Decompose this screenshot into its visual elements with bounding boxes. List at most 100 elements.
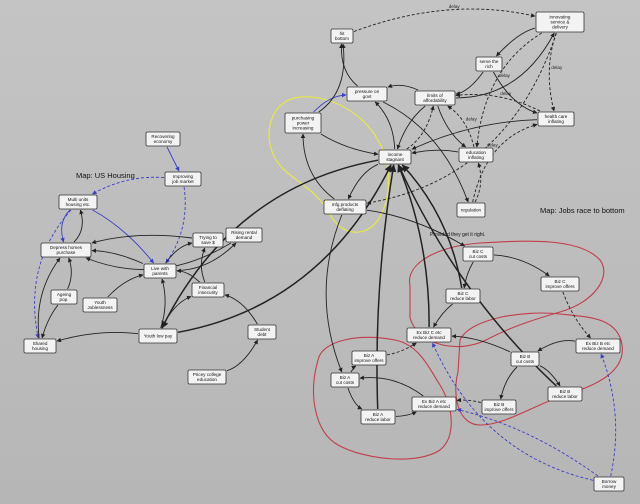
node-label: cut costs xyxy=(336,380,355,385)
edge-mfg-deflating-to-biz-c-cut xyxy=(366,209,465,247)
node-label: Biz C xyxy=(458,291,470,296)
edge-ageing-pop-to-depress-homes xyxy=(67,257,73,290)
edge-innovating-service-to-serve-rich xyxy=(496,27,536,57)
edge-biz-a-improve-to-ex-biz-c xyxy=(386,342,417,356)
node-label: parents xyxy=(152,271,168,276)
node-box xyxy=(145,131,181,147)
node-label: Financial xyxy=(199,285,217,290)
edge-borrow-money-to-ex-biz-c xyxy=(432,342,594,481)
node-label: education xyxy=(466,150,486,155)
node-label: reduce labor xyxy=(450,296,476,301)
edge-biz-c-improve-to-ex-biz-b xyxy=(562,291,591,339)
edge-recovering-economy-to-improving-job-market xyxy=(166,146,180,172)
node-label: Trying to xyxy=(199,235,217,240)
delay-label: delay xyxy=(449,4,461,9)
node-label: Ageing xyxy=(57,292,72,297)
node-label: insecurity xyxy=(198,290,218,295)
node-box xyxy=(330,28,354,44)
node-label: cut costs xyxy=(516,359,535,364)
node-label: job market xyxy=(171,179,194,184)
node-label: economy xyxy=(154,139,173,144)
node-label: money xyxy=(602,484,616,489)
node-box xyxy=(138,328,178,344)
edge-biz-a-cut-to-biz-a-labor xyxy=(347,387,363,410)
node-box xyxy=(445,288,481,304)
node-label: Recovering xyxy=(151,134,175,139)
edge-multi-units-to-depress-homes xyxy=(60,209,71,243)
node-label: health care xyxy=(545,114,568,119)
delay-label: delay xyxy=(499,73,511,78)
node-label: pressure on xyxy=(355,89,380,94)
edge-hit-bottom-to-innovating-service xyxy=(353,8,536,32)
yellow-cluster-outline xyxy=(268,96,390,233)
node-label: Borrow xyxy=(602,479,617,484)
node-label: serve the xyxy=(480,59,499,64)
edge-ex-biz-b-to-biz-b-cut xyxy=(537,340,576,352)
edge-shared-housing-to-depress-homes xyxy=(37,257,61,339)
map-label-jobs-race-text: Map: Jobs race to bottom xyxy=(540,206,625,215)
node-box xyxy=(192,232,224,248)
node-box xyxy=(462,246,494,262)
edge-multi-units-to-live-parents xyxy=(92,209,154,264)
node-box xyxy=(323,199,367,215)
node-label: limits of xyxy=(427,93,443,98)
edge-limits-affordability-to-education-inflating xyxy=(437,105,466,148)
edge-mfg-deflating-to-biz-a-cut xyxy=(325,214,343,373)
node-box xyxy=(414,90,456,106)
node-label: education xyxy=(197,377,217,382)
node-label: pop. xyxy=(60,297,69,302)
node-youth-low-pay[interactable]: Youth low pay xyxy=(138,328,178,344)
node-label: reduce labor xyxy=(552,394,578,399)
node-label: Rising rental xyxy=(231,230,257,235)
edge-limits-affordability-to-pressure-govt xyxy=(387,83,419,91)
node-label: reduce labor xyxy=(365,417,391,422)
node-label: stagnant xyxy=(386,157,404,162)
edge-purchasing-power-to-hit-bottom xyxy=(318,43,346,113)
node-box xyxy=(456,202,486,218)
node-regulation[interactable]: regulation xyxy=(456,202,486,218)
edge-improving-job-market-to-multi-units xyxy=(92,176,165,195)
node-label: Biz A xyxy=(373,412,384,417)
node-label: innovating xyxy=(550,15,571,20)
edge-financial-insecurity-to-live-parents xyxy=(176,268,200,283)
edge-youth-low-pay-to-income-stagnant xyxy=(177,164,392,334)
edge-biz-b-cut-to-biz-b-improve xyxy=(499,366,518,400)
